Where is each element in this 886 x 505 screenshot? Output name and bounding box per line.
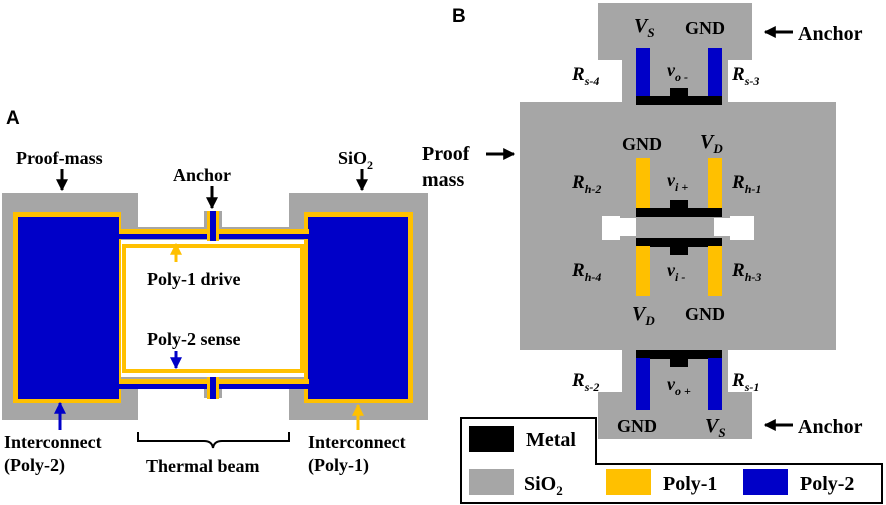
gap-left-notch [620,218,636,236]
label-rs4: Rs-4 [571,64,599,88]
label-poly1-drive: Poly-1 drive [147,269,240,289]
label-interconnect-right: Interconnect [308,432,406,452]
label-gnd-bottom: GND [617,416,657,436]
panel-a-left-pad-poly2 [18,217,119,399]
poly2-vs-bottom [708,358,722,410]
label-rh4: Rh-4 [571,260,601,284]
label-vd-lower: VD [632,303,655,328]
metal-upper [636,208,722,217]
label-thermal-beam: Thermal beam [146,456,259,476]
poly1-vd-lower [636,246,650,296]
label-rs2: Rs-2 [571,370,599,394]
panel-b: B Anc [422,3,883,504]
legend-swatch-sio2 [469,469,514,495]
legend-label-poly2: Poly-2 [800,473,854,495]
label-gnd-top: GND [685,18,725,38]
label-rh3: Rh-3 [731,260,761,284]
metal-lower [636,238,722,247]
label-rs3: Rs-3 [731,64,759,88]
panel-a: A Proof-mass Anchor SiO2 Poly-1 drive [2,108,428,476]
gap-right-slot [730,216,754,240]
label-interconnect-right-poly: (Poly-1) [308,455,369,476]
legend-swatch-metal [469,426,514,452]
label-rs1: Rs-1 [731,370,759,394]
metal-lower-pad [670,245,688,255]
gap-left-slot [602,216,620,240]
label-anchor-top: Anchor [798,23,863,45]
label-interconnect-left: Interconnect [4,432,102,452]
panel-a-letter: A [6,108,20,129]
poly1-gnd-lower [708,246,722,296]
panel-a-anchor-bottom-core [210,377,216,399]
label-rh2: Rh-2 [571,172,601,196]
panel-a-window-border [122,244,304,373]
label-mass: mass [422,169,464,191]
sio2-bottom-anchor [598,392,752,439]
label-gnd-upper: GND [622,134,662,154]
label-vi-minus: vi - [667,260,685,284]
label-sio2-a: SiO2 [338,148,373,172]
sio2-top-anchor [598,3,752,60]
poly1-vd-upper [708,158,722,210]
panel-b-letter: B [452,6,466,27]
metal-top-pad [670,88,688,98]
legend: Metal SiO2 Poly-1 Poly-2 [460,417,883,504]
poly1-gnd-upper [636,158,650,210]
legend-swatch-poly2 [743,469,788,495]
thermal-beam-brace [137,432,290,449]
label-vs-bottom: VS [705,415,726,440]
label-proof: Proof [422,143,470,165]
legend-swatch-poly1 [606,469,651,495]
legend-label-metal: Metal [526,429,576,451]
label-poly2-sense: Poly-2 sense [147,329,241,349]
label-vo-minus: vo - [667,60,688,84]
label-vs-top: VS [634,15,655,40]
gap-right-notch [714,218,730,236]
metal-top [636,96,722,105]
poly2-gnd-bottom [636,358,650,410]
metal-upper-pad [670,200,688,210]
panel-a-anchor-top-core [210,211,216,241]
panel-a-window [118,240,308,377]
label-vi-plus: vi + [667,170,688,194]
poly2-vs-top [636,48,650,100]
panel-a-right-pad-poly2 [308,217,408,399]
label-anchor-bottom: Anchor [798,416,863,438]
legend-label-poly1: Poly-1 [663,473,717,495]
label-interconnect-left-poly: (Poly-2) [4,455,65,476]
label-anchor-a: Anchor [173,165,231,185]
legend-label-sio2: SiO2 [524,473,563,498]
gap-upper [636,218,714,236]
metal-bottom-pad [670,357,688,367]
label-vd-upper: VD [700,131,723,156]
label-gnd-lower: GND [685,304,725,324]
label-rh1: Rh-1 [731,172,761,196]
label-proof-mass: Proof-mass [16,148,103,168]
label-vo-plus: vo + [667,374,691,398]
poly2-gnd-top [708,48,722,100]
metal-bottom [636,350,722,359]
